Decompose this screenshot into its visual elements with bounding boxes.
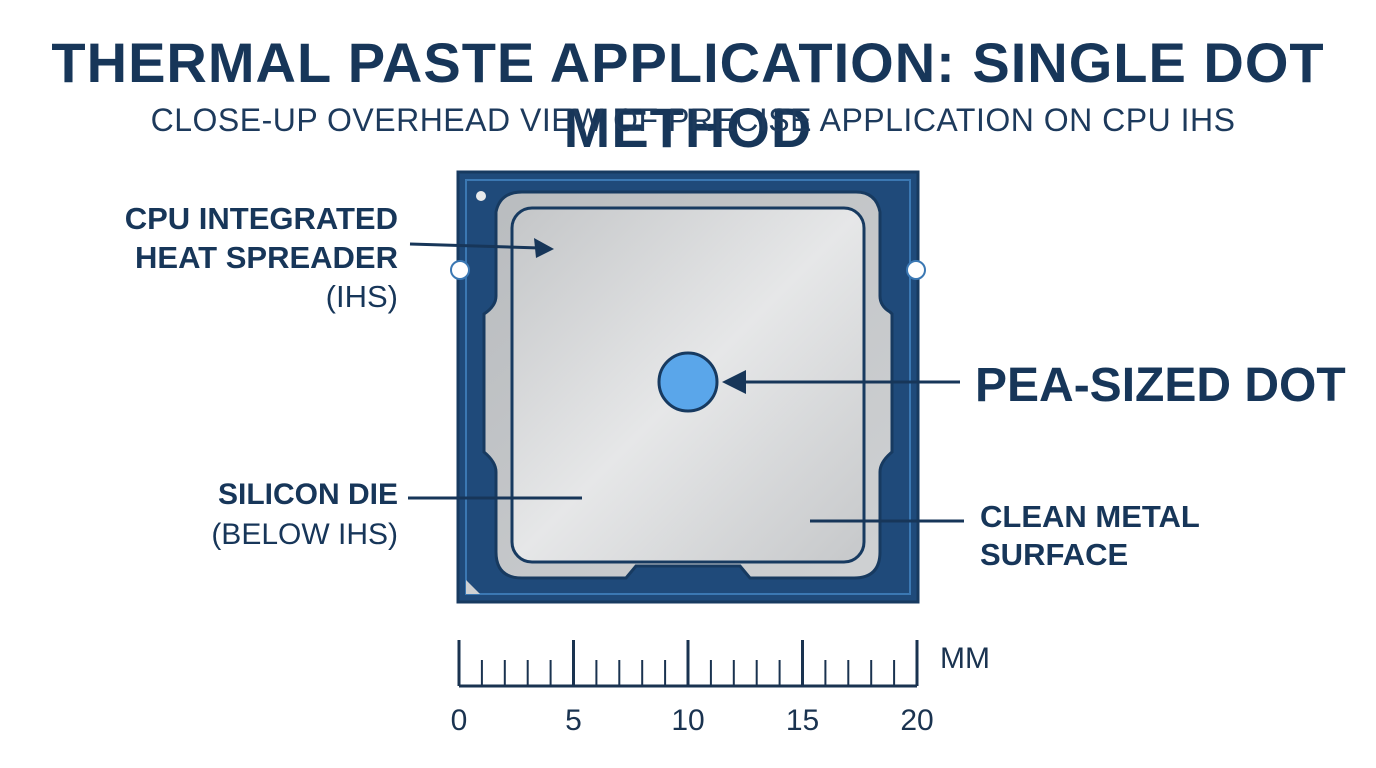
corner-triangle bbox=[466, 580, 480, 594]
ihs-callout-arrowhead bbox=[534, 238, 554, 258]
ihs-label-line2-bold: HEAT SPREADER bbox=[135, 240, 398, 275]
ruler-unit-label: MM bbox=[940, 642, 990, 675]
notch-left bbox=[450, 260, 470, 280]
ihs-label-line1: CPU INTEGRATED bbox=[124, 201, 398, 236]
ruler-tick-label-0: 0 bbox=[451, 704, 468, 737]
page-subtitle: CLOSE-UP OVERHEAD VIEW OF PRECISE APPLIC… bbox=[150, 102, 1236, 138]
clean-surface-label: CLEAN METAL SURFACE bbox=[980, 498, 1200, 574]
ihs-label-line2-light: (IHS) bbox=[325, 279, 398, 314]
clean-label-line2: SURFACE bbox=[980, 537, 1129, 572]
dot-label: PEA-SIZED DOT bbox=[975, 359, 1346, 412]
substrate-inner-border bbox=[465, 179, 911, 595]
notch-right bbox=[906, 260, 926, 280]
ihs-label: CPU INTEGRATED HEAT SPREADER (IHS) bbox=[60, 199, 398, 316]
ihs-callout-line bbox=[409, 242, 541, 250]
die-label-line1: SILICON DIE bbox=[217, 478, 398, 511]
ruler-tick-label-10: 10 bbox=[671, 704, 704, 737]
clean-label-line1: CLEAN METAL bbox=[980, 499, 1200, 534]
ruler-tick-label-5: 5 bbox=[565, 704, 582, 737]
paste-dot bbox=[657, 351, 719, 413]
ruler-tick-label-20: 20 bbox=[900, 704, 933, 737]
ruler bbox=[457, 640, 919, 688]
page-title: THERMAL PASTE APPLICATION: SINGLE DOT ME… bbox=[51, 31, 1325, 159]
die-label-line2: (BELOW IHS) bbox=[211, 518, 398, 551]
pin1-marker bbox=[476, 191, 486, 201]
dot-callout-arrowhead bbox=[722, 370, 746, 394]
die-label: SILICON DIE (BELOW IHS) bbox=[180, 475, 398, 555]
ruler-tick-label-15: 15 bbox=[786, 704, 819, 737]
